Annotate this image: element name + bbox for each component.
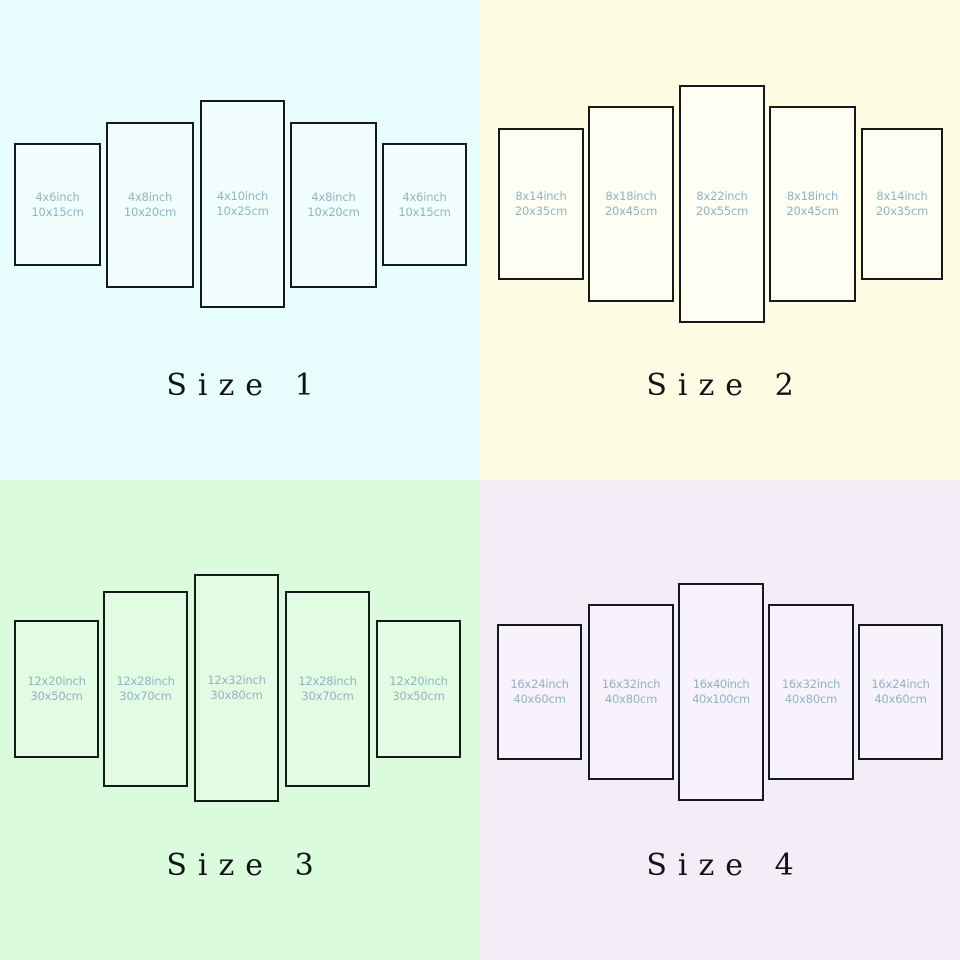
panel-group-1: 4x6inch 10x15cm 4x8inch 10x20cm 4x10inch… <box>0 0 480 360</box>
panel-label-inch: 4x8inch <box>127 190 173 205</box>
panel-label: 4x10inch 10x25cm <box>216 189 268 218</box>
panel-label-cm: 40x60cm <box>513 692 566 706</box>
panel-label-inch: 12x20inch <box>389 674 448 689</box>
size-option-title: Size 3 <box>166 848 325 883</box>
panel-label-inch: 8x18inch <box>605 189 657 204</box>
panel-label-cm: 20x45cm <box>786 204 839 218</box>
panel-label: 12x32inch 30x80cm <box>207 673 266 702</box>
panel-label-cm: 40x80cm <box>604 692 658 706</box>
panel-label-cm: 30x70cm <box>301 689 354 703</box>
panel-label-cm: 10x15cm <box>31 204 84 219</box>
panel-label-inch: 4x6inch <box>402 189 447 204</box>
panel-label-inch: 4x10inch <box>216 189 269 204</box>
size-option-quadrant-2[interactable]: 8x14inch 20x35cm 8x18inch 20x45cm 8x22in… <box>480 0 960 480</box>
panel: 16x32inch 40x80cm <box>768 604 854 780</box>
panel-label-inch: 12x28inch <box>116 674 175 689</box>
panel-label-cm: 30x50cm <box>392 689 445 703</box>
size-option-quadrant-1[interactable]: 4x6inch 10x15cm 4x8inch 10x20cm 4x10inch… <box>0 0 480 480</box>
panel-label: 4x8inch 10x20cm <box>124 190 176 219</box>
panel-label: 8x18inch 20x45cm <box>605 189 657 218</box>
panel-label: 16x24inch 40x60cm <box>510 677 569 706</box>
panel-label: 16x32inch 40x80cm <box>781 677 841 706</box>
panel: 8x14inch 20x35cm <box>861 128 943 280</box>
panel-label-inch: 12x28inch <box>298 674 357 689</box>
panel-label: 4x8inch 10x20cm <box>307 190 359 219</box>
panel-group-3: 12x20inch 30x50cm 12x28inch 30x70cm 12x3… <box>0 480 480 840</box>
panel-label: 8x22inch 20x55cm <box>696 189 748 218</box>
panel-label-cm: 10x25cm <box>216 204 269 218</box>
panel-label-cm: 10x15cm <box>398 204 451 219</box>
panel: 12x28inch 30x70cm <box>285 591 370 787</box>
panel: 8x22inch 20x55cm <box>679 85 765 323</box>
panel: 16x32inch 40x80cm <box>588 604 674 780</box>
panel-label-inch: 8x22inch <box>696 189 748 204</box>
panel: 12x20inch 30x50cm <box>376 620 461 758</box>
panel-label-cm: 40x100cm <box>692 692 750 706</box>
panel-label: 16x24inch 40x60cm <box>871 677 930 706</box>
panel-label: 16x40inch 40x100cm <box>692 677 750 706</box>
panel-label-cm: 20x55cm <box>695 204 749 218</box>
panel-label-cm: 40x80cm <box>784 692 838 706</box>
panel: 4x8inch 10x20cm <box>290 122 377 288</box>
panel-label: 8x14inch 20x35cm <box>515 189 567 218</box>
panel-label-cm: 30x80cm <box>210 688 263 702</box>
panel: 16x40inch 40x100cm <box>678 583 764 801</box>
panel-label: 8x14inch 20x35cm <box>876 189 928 218</box>
panel: 8x18inch 20x45cm <box>588 106 674 302</box>
panel: 4x10inch 10x25cm <box>200 100 285 308</box>
panel-label-cm: 10x20cm <box>307 205 360 219</box>
panel: 8x18inch 20x45cm <box>769 106 856 302</box>
panel-label-cm: 40x60cm <box>874 692 927 706</box>
panel-label-inch: 16x24inch <box>510 677 569 692</box>
panel-label-inch: 4x6inch <box>35 189 80 204</box>
panel: 4x6inch 10x15cm <box>14 143 101 266</box>
panel-label-cm: 20x45cm <box>604 204 658 218</box>
panel-label-inch: 16x32inch <box>781 677 841 692</box>
panel-label: 12x20inch 30x50cm <box>27 674 86 703</box>
panel-group-2: 8x14inch 20x35cm 8x18inch 20x45cm 8x22in… <box>480 0 960 360</box>
panel-label: 12x28inch 30x70cm <box>298 674 357 703</box>
panel-label-cm: 30x70cm <box>119 689 172 703</box>
panel-label-cm: 30x50cm <box>30 689 83 703</box>
panel-label-inch: 12x32inch <box>207 673 266 688</box>
panel-label: 12x28inch 30x70cm <box>116 674 175 703</box>
panel: 16x24inch 40x60cm <box>858 624 943 760</box>
panel-label-inch: 16x40inch <box>692 677 750 692</box>
panel-label-inch: 8x18inch <box>786 189 839 204</box>
size-option-title: Size 2 <box>646 368 805 403</box>
panel-label: 8x18inch 20x45cm <box>786 189 838 218</box>
panel-label: 16x32inch 40x80cm <box>601 677 661 706</box>
panel: 4x6inch 10x15cm <box>382 143 467 266</box>
size-option-title: Size 1 <box>166 368 325 403</box>
panel-label-inch: 8x14inch <box>876 189 928 204</box>
panel: 12x28inch 30x70cm <box>103 591 188 787</box>
panel-label: 4x6inch 10x15cm <box>398 190 450 219</box>
panel-label-inch: 16x32inch <box>601 677 661 692</box>
panel: 8x14inch 20x35cm <box>498 128 584 280</box>
panel-label-inch: 8x14inch <box>515 189 567 204</box>
panel-label-cm: 10x20cm <box>123 205 177 219</box>
panel: 12x32inch 30x80cm <box>194 574 279 802</box>
panel: 12x20inch 30x50cm <box>14 620 99 758</box>
panel-group-4: 16x24inch 40x60cm 16x32inch 40x80cm 16x4… <box>480 480 960 840</box>
panel-label: 12x20inch 30x50cm <box>389 674 448 703</box>
panel: 16x24inch 40x60cm <box>497 624 582 760</box>
size-option-quadrant-3[interactable]: 12x20inch 30x50cm 12x28inch 30x70cm 12x3… <box>0 480 480 960</box>
size-option-quadrant-4[interactable]: 16x24inch 40x60cm 16x32inch 40x80cm 16x4… <box>480 480 960 960</box>
size-option-title: Size 4 <box>646 848 805 883</box>
panel-label-cm: 20x35cm <box>514 204 568 218</box>
panel-label: 4x6inch 10x15cm <box>31 190 83 219</box>
panel-label-inch: 4x8inch <box>311 190 356 205</box>
panel-label-inch: 16x24inch <box>871 677 930 692</box>
panel-label-cm: 20x35cm <box>875 204 929 218</box>
panel: 4x8inch 10x20cm <box>106 122 194 288</box>
panel-label-inch: 12x20inch <box>27 674 86 689</box>
